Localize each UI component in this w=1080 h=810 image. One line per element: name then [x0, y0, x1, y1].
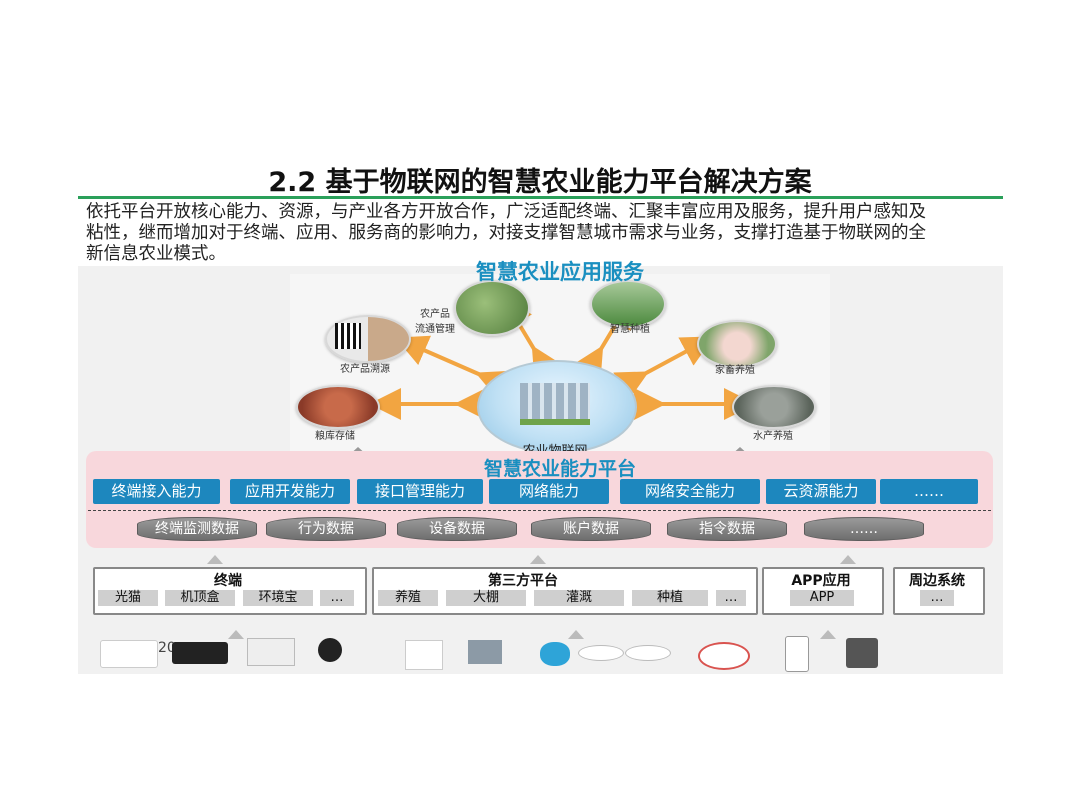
service-label-storage: 粮库存储: [315, 431, 355, 442]
terminal-item: 光猫: [98, 590, 158, 606]
uplink-arrow: [840, 555, 856, 564]
capability-terminal-access: 终端接入能力: [93, 479, 220, 504]
app-item: APP: [790, 590, 854, 606]
aquaculture-photo: [732, 385, 816, 429]
service-label-traceability: 农产品溯源: [340, 364, 390, 375]
data-account: 账户数据: [531, 517, 651, 541]
arrow-traceability: [395, 335, 512, 401]
group-third-party-title: 第三方平台: [488, 573, 558, 589]
title-divider: [78, 196, 1003, 199]
planting-photo: [590, 280, 666, 328]
device-meter-icon: [468, 640, 502, 664]
group-terminal-title: 终端: [214, 573, 242, 589]
intro-paragraph: 依托平台开放核心能力、资源，与产业各方开放合作，广泛适配终端、汇聚丰富应用及服务…: [86, 202, 998, 265]
uplink-arrow: [530, 555, 546, 564]
storage-photo: [296, 385, 380, 429]
qr-code-icon: [335, 323, 361, 349]
data-behavior: 行为数据: [266, 517, 386, 541]
intro-line: 粘性，继而增加对于终端、应用、服务商的影响力，对接支撑智慧城市需求与业务，支撑打…: [86, 223, 926, 243]
capability-interface-mgmt: 接口管理能力: [357, 479, 483, 504]
capability-app-dev: 应用开发能力: [230, 479, 350, 504]
device-env-sensor-icon: [247, 638, 295, 666]
intro-line: 新信息农业模式。: [86, 244, 226, 264]
device-cam-blue-icon: [540, 642, 570, 666]
device-alarm-icon: [698, 642, 750, 670]
platform-title: 智慧农业能力平台: [483, 458, 636, 480]
device-panel-icon: [405, 640, 443, 670]
uplink-arrow: [207, 555, 223, 564]
terminal-item: 机顶盒: [165, 590, 235, 606]
device-sensor-disc-icon: [625, 645, 671, 661]
data-more: ……: [804, 517, 924, 541]
app-services-title: 智慧农业应用服务: [476, 260, 644, 284]
intro-line: 依托平台开放核心能力、资源，与产业各方开放合作，广泛适配终端、汇聚丰富应用及服务…: [86, 202, 926, 222]
city-buildings-icon: [520, 383, 590, 425]
group-peripheral-title: 周边系统: [909, 573, 965, 589]
device-tablet-icon: [846, 638, 878, 668]
capability-cloud-resource: 云资源能力: [766, 479, 876, 504]
arrow-livestock: [613, 336, 715, 401]
uplink-arrow: [228, 630, 244, 639]
device-router-icon: [100, 640, 158, 668]
third-party-item: 种植: [632, 590, 708, 606]
circulation-photo: [454, 280, 530, 336]
capability-network: 网络能力: [489, 479, 609, 504]
third-party-item: …: [716, 590, 746, 606]
livestock-photo: [697, 320, 777, 368]
service-label-circulation: 农产品 流通管理: [415, 309, 455, 335]
third-party-item: 大棚: [446, 590, 526, 606]
uplink-arrow: [568, 630, 584, 639]
service-label-planting: 智慧种植: [610, 324, 650, 335]
device-sensor-disc-icon: [578, 645, 624, 661]
capability-network-security: 网络安全能力: [620, 479, 760, 504]
third-party-item: 灌溉: [534, 590, 624, 606]
third-party-item: 养殖: [378, 590, 438, 606]
device-phone-icon: [785, 636, 809, 672]
group-app-title: APP应用: [791, 573, 851, 589]
fragment-text: 20: [158, 640, 176, 656]
device-camera-icon: [318, 638, 342, 662]
terminal-item: …: [320, 590, 354, 606]
service-label-aquaculture: 水产养殖: [753, 431, 793, 442]
slide-title: 2.2 基于物联网的智慧农业能力平台解决方案: [268, 167, 812, 198]
terminal-item: 环境宝: [243, 590, 313, 606]
platform-divider: [88, 510, 991, 511]
data-command: 指令数据: [667, 517, 787, 541]
capability-more: ……: [880, 479, 978, 504]
uplink-arrow: [820, 630, 836, 639]
peripheral-item: …: [920, 590, 954, 606]
service-label-livestock: 家畜养殖: [715, 365, 755, 376]
device-settop-box-icon: [172, 642, 228, 664]
data-device: 设备数据: [397, 517, 517, 541]
data-terminal-monitoring: 终端监测数据: [137, 517, 257, 541]
